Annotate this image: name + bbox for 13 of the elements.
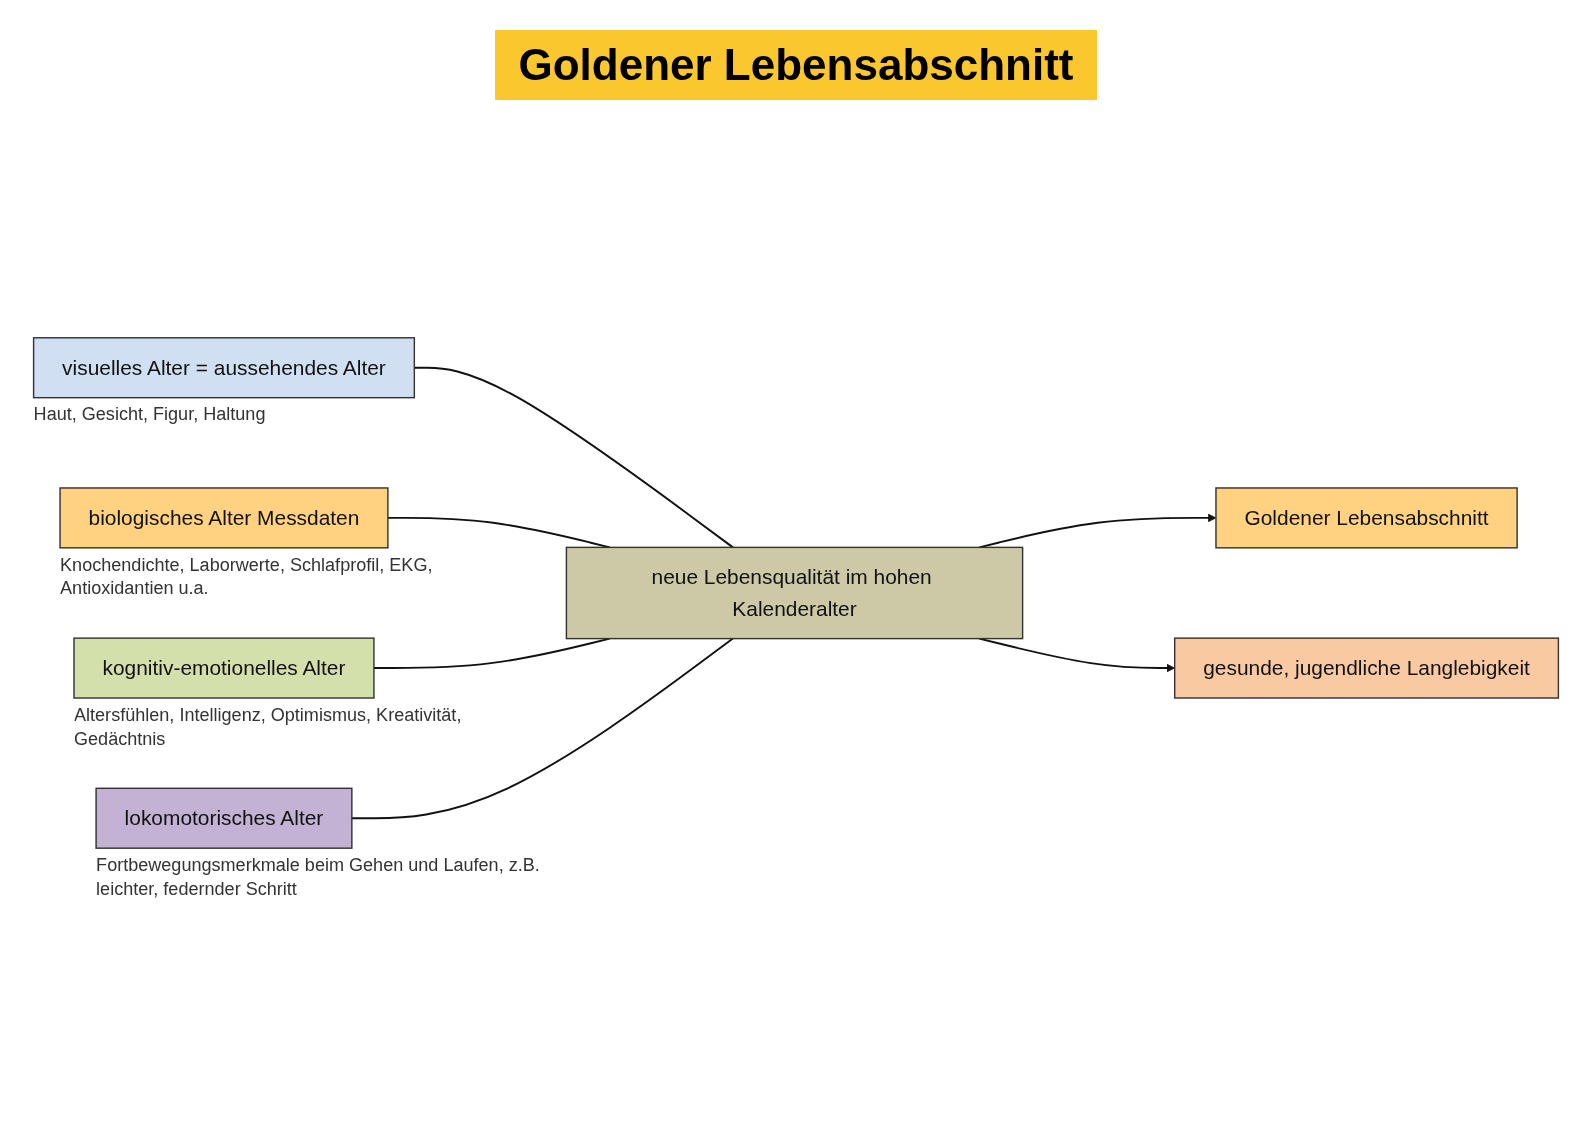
node-caption: Altersfühlen, Intelligenz, Optimismus, Kreativität, Gedächtnis <box>74 704 462 749</box>
node-box: biologisches Alter Messdaten <box>59 487 389 549</box>
node-box: kognitiv-emotionelles Alter <box>73 637 375 699</box>
node-caption: Fortbewegungsmerkmale beim Gehen und Laufen, z.B. leichter, federnder Schritt <box>96 854 540 899</box>
connector <box>373 637 611 670</box>
title: Goldener Lebensabschnitt <box>494 30 1098 100</box>
node-caption: Knochendichte, Laborwerte, Schlafprofil, EKG, Antioxidantien u.a. <box>60 554 433 598</box>
node-box: gesunde, jugendliche Langlebigkeit <box>1173 637 1560 699</box>
node-box: Goldener Lebensabschnitt <box>1215 487 1518 549</box>
node-box: lokomotorisches Alter <box>95 787 353 849</box>
node-box: neue Lebensqualität im hohen Kalenderalter <box>565 546 1024 640</box>
node-caption: Haut, Gesicht, Figur, Haltung <box>33 404 266 425</box>
node-box: visuelles Alter = aussehendes Alter <box>32 337 416 399</box>
